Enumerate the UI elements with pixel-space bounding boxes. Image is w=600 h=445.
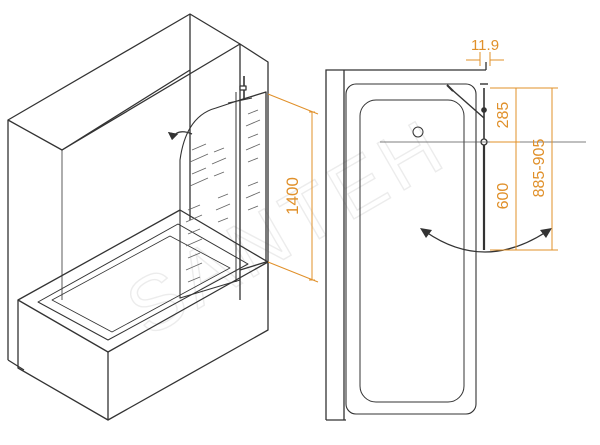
bathtub-rim-plan [345,83,477,415]
watermark-text: SANTEH [112,100,461,352]
vertical-dimensions [490,87,558,251]
support-bar [449,87,485,119]
drain [412,126,424,138]
height-label: 1400 [283,177,302,215]
glass-pattern [185,109,261,283]
wall-outline [325,69,486,420]
bathtub-basin [359,99,465,403]
arc-arrow-left [420,228,432,238]
swing-arc [425,231,547,253]
plan-view [325,62,488,421]
isometric-view [7,13,269,421]
back-wall [7,13,241,151]
panel-width-label: 600 [495,183,512,210]
arc-arrow-right [540,228,552,238]
profile-width-label: 11.9 [471,37,499,54]
fixed-panel [239,91,267,271]
bathtub-front [17,300,109,421]
swing-range-label: 885-905 [531,139,548,198]
watermark: SANTEH [111,100,462,354]
profile-width-dimension [466,52,504,66]
bathtub-inner [37,223,249,341]
top-offset-label: 285 [495,102,512,129]
height-dimension [267,93,319,283]
shower-screen [179,99,241,299]
